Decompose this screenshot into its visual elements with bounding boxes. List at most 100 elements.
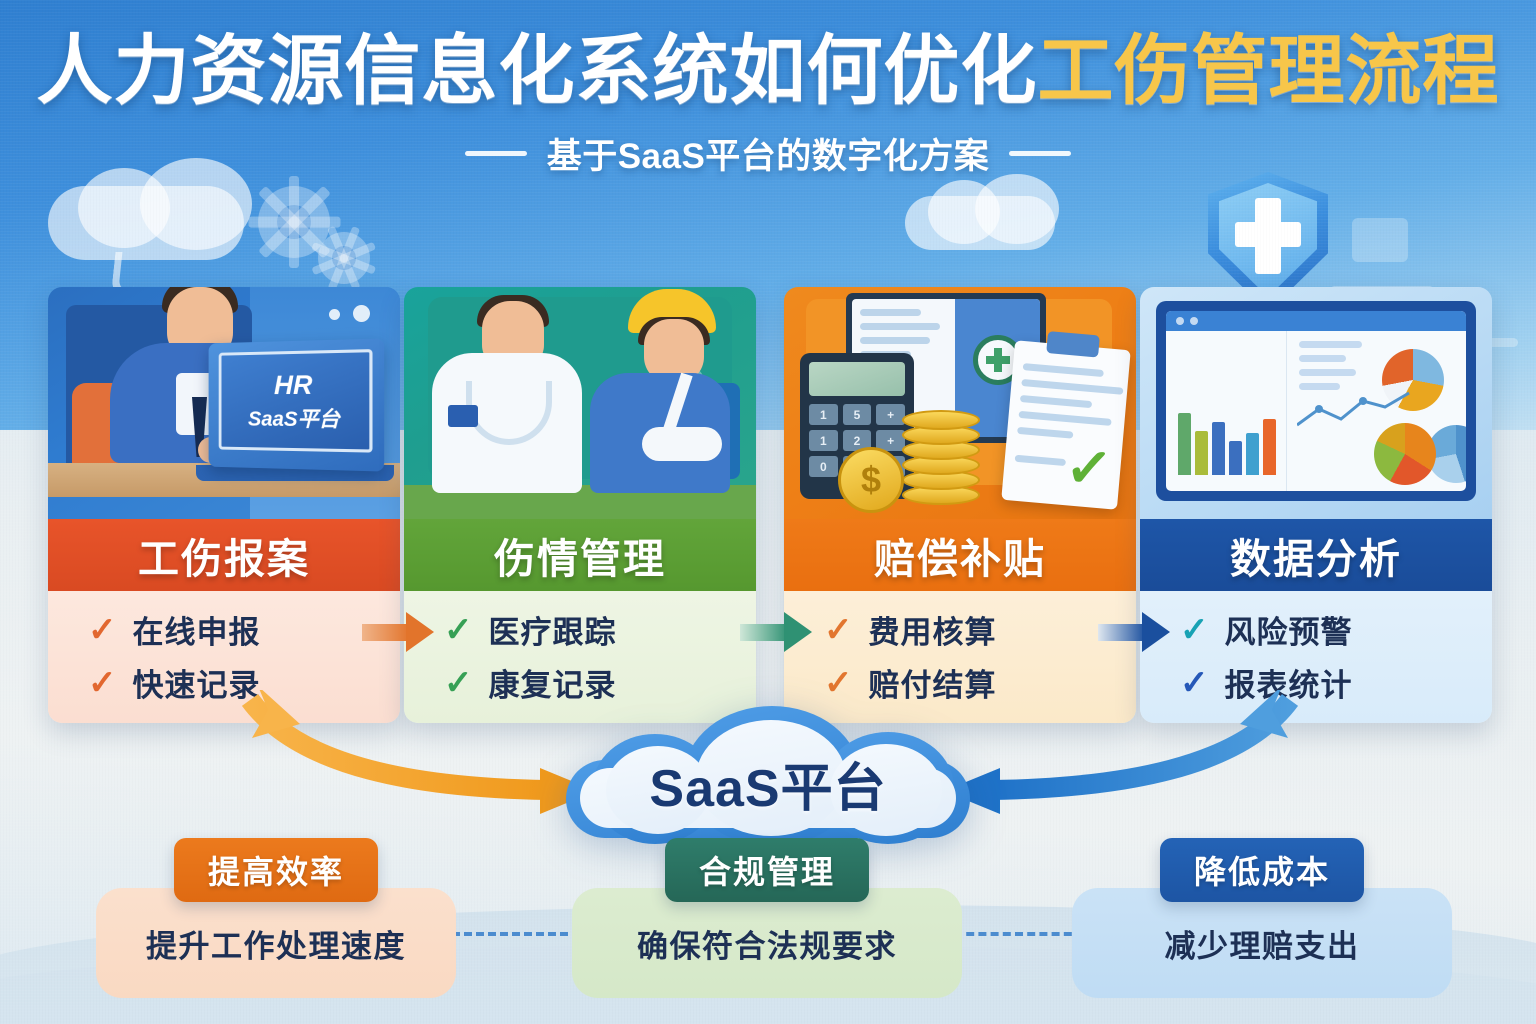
benefit-title: 降低成本 (1193, 854, 1331, 890)
list-item: ✓ 赔付结算 (824, 660, 1136, 705)
calculator-key: 1 (809, 430, 838, 451)
calculator-key: 2 (842, 430, 872, 451)
pie-chart (1374, 423, 1436, 485)
list-item: ✓ 快速记录 (88, 660, 400, 705)
list-item: ✓ 风险预警 (1180, 607, 1492, 652)
benefit-panel: 提升工作处理速度 (96, 888, 456, 998)
feature-label: 费用核算 (868, 615, 997, 650)
feature-label: 赔付结算 (868, 668, 997, 703)
curved-arrow-group (241, 690, 1299, 814)
feature-label: 报表统计 (1224, 668, 1353, 703)
stage-card-compensation[interactable]: 1 5 + 1 2 + 0 4 = (784, 287, 1136, 723)
divider (452, 932, 580, 936)
arrow-right-icon (740, 612, 812, 652)
page-title-highlight: 工伤管理流程 (1037, 29, 1500, 114)
page-title: 人力资源信息化系统如何优化工伤管理流程 (0, 32, 1536, 112)
saas-platform-cloud[interactable]: SaaS平台 (566, 706, 970, 846)
arrow-right-icon (1098, 612, 1170, 652)
check-icon: ✓ (1180, 610, 1209, 649)
benefit-badge: 降低成本 (1159, 838, 1365, 902)
stage-title: 赔偿补贴 (874, 536, 1046, 582)
curved-arrow-left (241, 693, 549, 800)
list-item: ✓ 在线申报 (88, 607, 400, 652)
stage-illustration-dashboard (1140, 287, 1492, 519)
calculator-key: 0 (809, 456, 838, 477)
list-item: ✓ 费用核算 (824, 607, 1136, 652)
coin-stack-icon (902, 393, 980, 505)
header: 人力资源信息化系统如何优化工伤管理流程 基于SaaS平台的数字化方案 (0, 32, 1536, 179)
check-icon: ✓ (88, 610, 117, 649)
rule-right (1009, 150, 1072, 156)
calculator-key: 1 (809, 404, 838, 425)
benefit-panel: 减少理赔支出 (1072, 888, 1452, 998)
divider (954, 932, 1084, 936)
benefit-card-compliance[interactable]: 确保符合法规要求 合规管理 (572, 838, 962, 998)
benefit-description: 提升工作处理速度 (146, 928, 406, 964)
bar-chart (1166, 331, 1287, 491)
saas-platform-label: SaaS平台 (649, 760, 887, 818)
line-chart (1297, 391, 1410, 427)
check-icon: ✓ (1180, 663, 1209, 702)
stage-card-injury[interactable]: 伤情管理 ✓ 医疗跟踪 ✓ 康复记录 (404, 287, 756, 723)
arrow-right-icon (362, 612, 434, 652)
check-icon: ✓ (444, 663, 473, 702)
document-icon (1352, 218, 1408, 262)
laptop-screen-line1: HR (273, 369, 313, 400)
arrow-tail-left (252, 690, 300, 738)
stage-card-report[interactable]: HR SaaS平台 工伤报案 ✓ 在线申报 ✓ 快速记录 (48, 287, 400, 723)
stage-feature-list: ✓ 在线申报 ✓ 快速记录 (48, 591, 400, 723)
stage-title-bar: 赔偿补贴 (784, 519, 1136, 591)
dollar-coin-icon: $ (838, 447, 904, 513)
list-item: ✓ 康复记录 (444, 660, 756, 705)
calculator-key: 5 (842, 404, 872, 425)
stage-card-list: HR SaaS平台 工伤报案 ✓ 在线申报 ✓ 快速记录 (0, 287, 1536, 723)
check-icon: ✓ (88, 663, 117, 702)
stage-title: 伤情管理 (494, 536, 666, 582)
check-icon: ✓ (824, 610, 853, 649)
check-icon: ✓ (824, 663, 853, 702)
calculator-key: + (876, 430, 905, 451)
stage-feature-list: ✓ 医疗跟踪 ✓ 康复记录 (404, 591, 756, 723)
stage-feature-list: ✓ 费用核算 ✓ 赔付结算 (784, 591, 1136, 723)
check-icon: ✓ (444, 610, 473, 649)
stage-card-analytics[interactable]: 数据分析 ✓ 风险预警 ✓ 报表统计 (1140, 287, 1492, 723)
page-subtitle: 基于SaaS平台的数字化方案 (546, 136, 990, 176)
stage-title-bar: 数据分析 (1140, 519, 1492, 591)
feature-label: 风险预警 (1224, 615, 1353, 650)
benefit-card-efficiency[interactable]: 提升工作处理速度 提高效率 (96, 838, 456, 998)
benefit-badge: 合规管理 (664, 838, 870, 902)
feature-label: 在线申报 (132, 615, 261, 650)
stage-title: 工伤报案 (138, 536, 310, 582)
stage-illustration-hr-officer: HR SaaS平台 (48, 287, 400, 519)
benefit-description: 确保符合法规要求 (637, 928, 897, 964)
benefit-description: 减少理赔支出 (1164, 928, 1360, 964)
gear-icon (247, 175, 341, 269)
laptop-screen-line2: SaaS平台 (247, 407, 340, 432)
stage-feature-list: ✓ 风险预警 ✓ 报表统计 (1140, 591, 1492, 723)
pie-chart (1382, 349, 1444, 411)
stage-illustration-payment: 1 5 + 1 2 + 0 4 = (784, 287, 1136, 519)
stage-title-bar: 伤情管理 (404, 519, 756, 591)
benefit-title: 提高效率 (207, 854, 345, 890)
subtitle-row: 基于SaaS平台的数字化方案 (0, 128, 1536, 179)
feature-label: 快速记录 (132, 668, 261, 703)
check-icon: ✓ (1062, 434, 1116, 501)
benefit-card-cost[interactable]: 减少理赔支出 降低成本 (1072, 838, 1452, 998)
stage-title-bar: 工伤报案 (48, 519, 400, 591)
page-title-plain: 人力资源信息化系统如何优化 (36, 29, 1038, 114)
stage-illustration-doctor-worker (404, 287, 756, 519)
benefit-badge: 提高效率 (173, 838, 379, 902)
arrow-head-right (944, 768, 1000, 814)
list-item: ✓ 报表统计 (1180, 660, 1492, 705)
curved-arrow-right (991, 693, 1299, 800)
rule-left (464, 150, 527, 156)
benefit-panel: 确保符合法规要求 (572, 888, 962, 998)
clipboard-icon: ✓ (1001, 331, 1131, 510)
benefit-title: 合规管理 (698, 854, 836, 890)
feature-label: 康复记录 (488, 668, 617, 703)
arrow-tail-right (1240, 690, 1288, 738)
feature-label: 医疗跟踪 (488, 615, 617, 650)
stage-title: 数据分析 (1230, 536, 1402, 582)
list-item: ✓ 医疗跟踪 (444, 607, 756, 652)
